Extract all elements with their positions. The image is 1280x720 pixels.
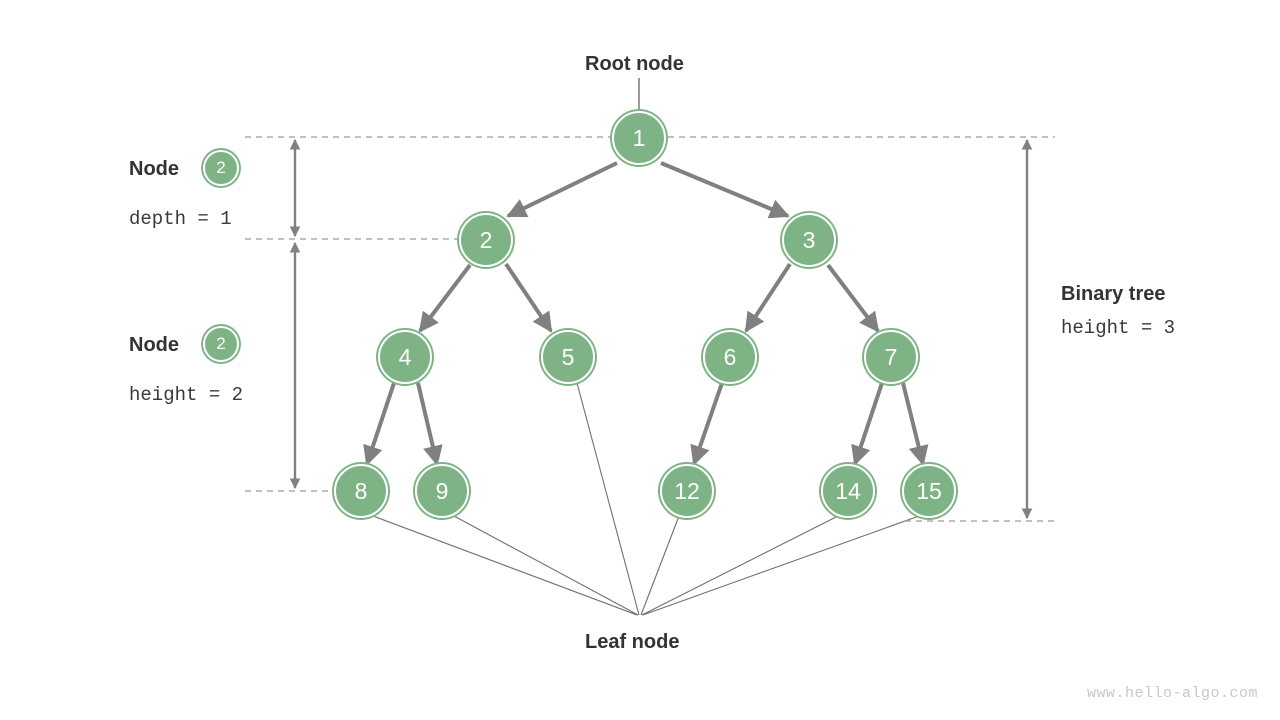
edge-2-5 bbox=[504, 262, 553, 333]
leaf-line-14 bbox=[641, 515, 839, 616]
leaf-line-15 bbox=[642, 515, 920, 616]
tree-node[interactable]: 2 bbox=[459, 213, 513, 267]
tree-node[interactable]: 7 bbox=[864, 330, 918, 384]
tree-edges bbox=[363, 161, 929, 466]
watermark: www.hello-algo.com bbox=[1086, 685, 1258, 702]
tree-height-label: Binary tree bbox=[1061, 283, 1166, 305]
tree-node[interactable]: 3 bbox=[782, 213, 836, 267]
node-height-label: Node bbox=[129, 334, 179, 356]
node-height-metric: height = 2 bbox=[129, 384, 244, 406]
tree-node[interactable]: 1 bbox=[612, 111, 666, 165]
node-height-badge: 2 bbox=[203, 326, 239, 362]
edge-1-2 bbox=[506, 161, 618, 218]
node-depth-label: Node bbox=[129, 158, 179, 180]
tree-node[interactable]: 6 bbox=[703, 330, 757, 384]
node-depth-metric: depth = 1 bbox=[129, 208, 232, 230]
edge-7-15 bbox=[901, 382, 929, 466]
tree-height-metric: height = 3 bbox=[1061, 317, 1176, 339]
edge-3-7 bbox=[826, 263, 880, 333]
leaf-line-5 bbox=[576, 382, 640, 616]
tree-node[interactable]: 9 bbox=[415, 464, 469, 518]
leaf-line-8 bbox=[372, 515, 638, 616]
tree-node[interactable]: 5 bbox=[541, 330, 595, 384]
edge-4-8 bbox=[363, 382, 396, 466]
leaf-pointer-lines bbox=[372, 382, 920, 616]
dimension-arrows bbox=[289, 138, 1033, 520]
tree-node[interactable]: 8 bbox=[334, 464, 388, 518]
edge-2-4 bbox=[418, 263, 472, 333]
tree-node[interactable]: 4 bbox=[378, 330, 432, 384]
leaf-node-label: Leaf node bbox=[585, 631, 680, 653]
edge-4-9 bbox=[416, 382, 443, 466]
edge-6-12 bbox=[690, 382, 724, 466]
node-depth-badge: 2 bbox=[203, 150, 239, 186]
edge-7-14 bbox=[851, 382, 884, 466]
edge-3-6 bbox=[744, 262, 792, 333]
edge-1-3 bbox=[660, 161, 790, 219]
tree-node[interactable]: 12 bbox=[660, 464, 714, 518]
tree-node[interactable]: 15 bbox=[902, 464, 956, 518]
leaf-line-12 bbox=[640, 515, 680, 616]
tree-node[interactable]: 14 bbox=[821, 464, 875, 518]
leaf-line-9 bbox=[453, 515, 639, 616]
dimension-guides bbox=[245, 136, 1055, 522]
root-node-label: Root node bbox=[585, 53, 684, 75]
